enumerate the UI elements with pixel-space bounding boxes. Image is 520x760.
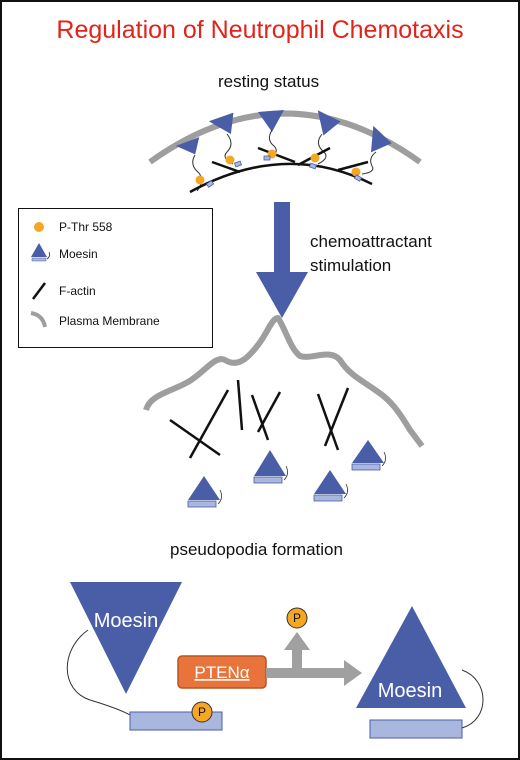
moesin-inactive: Moesin P (66, 582, 223, 731)
legend-label-moesin: Moesin (59, 247, 98, 261)
stimulation-label-line2: stimulation (310, 256, 392, 275)
resting-phospho-dots (195, 149, 361, 185)
moesin-c (313, 470, 348, 502)
moesin-left-label: Moesin (94, 610, 158, 632)
stimulation-label-line1: chemoattractant (310, 232, 432, 251)
membrane-arc-icon (30, 311, 47, 328)
legend: P-Thr 558 Moesin F-actin Plasma Membrane (18, 208, 213, 348)
pseudopodia-formation-label: pseudopodia formation (170, 540, 343, 559)
pseudopodia-actin (169, 379, 350, 459)
phospho-label-left: P (198, 705, 206, 719)
stimulation-arrow (256, 202, 308, 318)
resting-linkers (192, 129, 377, 192)
pseudopodia-membrane (143, 315, 425, 448)
moesin-active: Moesin (356, 606, 484, 739)
pten-box: PTENα (177, 655, 267, 689)
moesin-triangle-icon (31, 243, 51, 262)
pten-label: PTENα (194, 663, 249, 682)
phospho-label-released: P (293, 611, 301, 625)
moesin-a (253, 450, 288, 484)
pseudopodia-moesin-group (187, 440, 386, 508)
resting-actin (189, 146, 373, 194)
legend-icons (30, 222, 51, 328)
resting-moesin-bars (205, 155, 363, 188)
moesin-right-label: Moesin (378, 680, 442, 702)
legend-label-pthr558: P-Thr 558 (59, 220, 113, 234)
moesin-d (187, 476, 222, 508)
resting-status-label: resting status (218, 72, 320, 91)
dephosphorylation-arrows (266, 632, 362, 686)
released-phospho (286, 607, 308, 629)
legend-label-membrane: Plasma Membrane (59, 314, 160, 328)
moesin-b (351, 440, 386, 471)
legend-label-factin: F-actin (59, 284, 96, 298)
actin-line-icon (32, 282, 46, 300)
resting-moesin-group (175, 110, 392, 155)
figure-title: Regulation of Neutrophil Chemotaxis (56, 16, 464, 44)
phospho-dot-icon (34, 222, 44, 232)
